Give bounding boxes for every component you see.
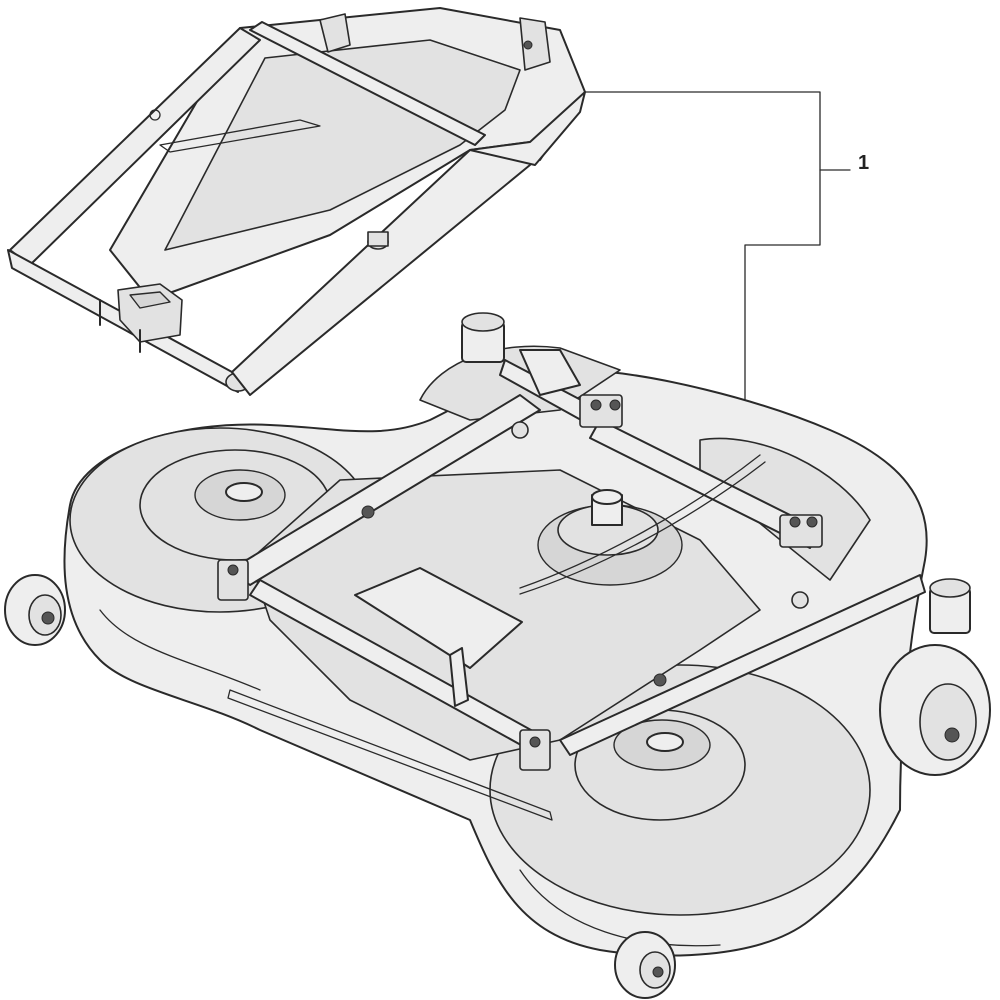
callout-number: 1 — [858, 152, 870, 174]
callout-leader — [584, 91, 851, 413]
deck-wheels — [4, 312, 991, 999]
mower-deck-body — [63, 345, 928, 957]
lift-linkage — [217, 349, 926, 771]
bumper-frame-assembly — [7, 7, 586, 396]
